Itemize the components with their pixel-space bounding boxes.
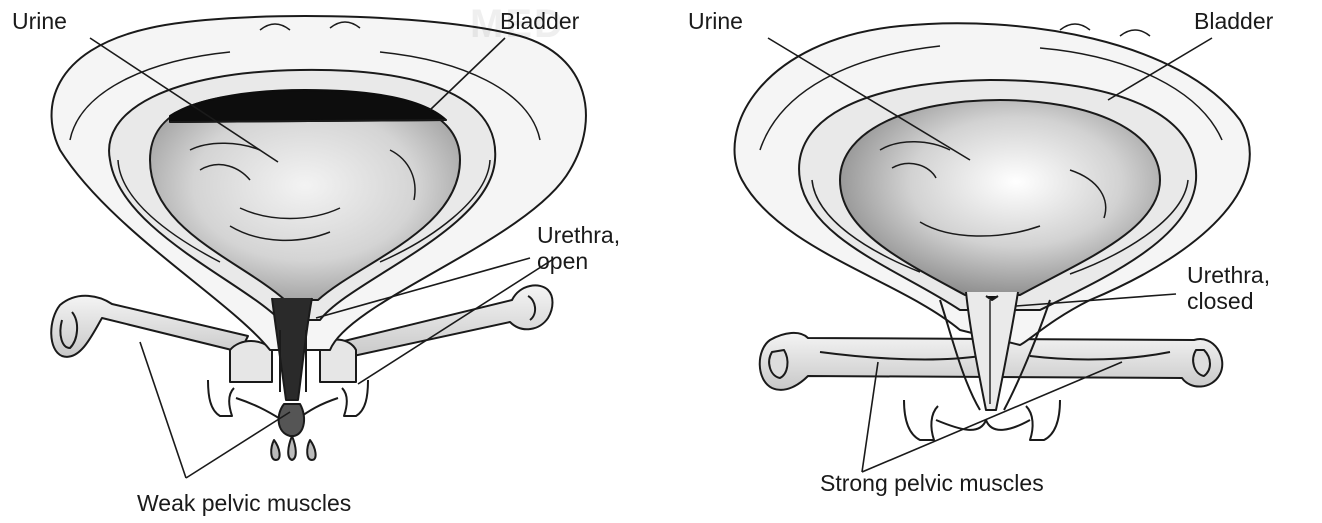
right-urine-label: Urine (688, 8, 743, 34)
right-urethra-label: Urethra, closed (1187, 262, 1270, 314)
left-urine-label: Urine (12, 8, 67, 34)
left-urine-drops (271, 436, 315, 460)
left-bladder-diagram (51, 16, 586, 460)
right-muscles-label: Strong pelvic muscles (820, 470, 1044, 496)
right-bladder-diagram (735, 23, 1250, 440)
left-urethra-label: Urethra, open (537, 222, 620, 274)
left-urethra-open (272, 298, 312, 436)
left-bladder-label: Bladder (500, 8, 579, 34)
left-pelvic-bone-left (51, 296, 248, 357)
right-pelvic-floor (904, 400, 1060, 440)
right-bladder-label: Bladder (1194, 8, 1273, 34)
left-muscles-label: Weak pelvic muscles (137, 490, 351, 516)
